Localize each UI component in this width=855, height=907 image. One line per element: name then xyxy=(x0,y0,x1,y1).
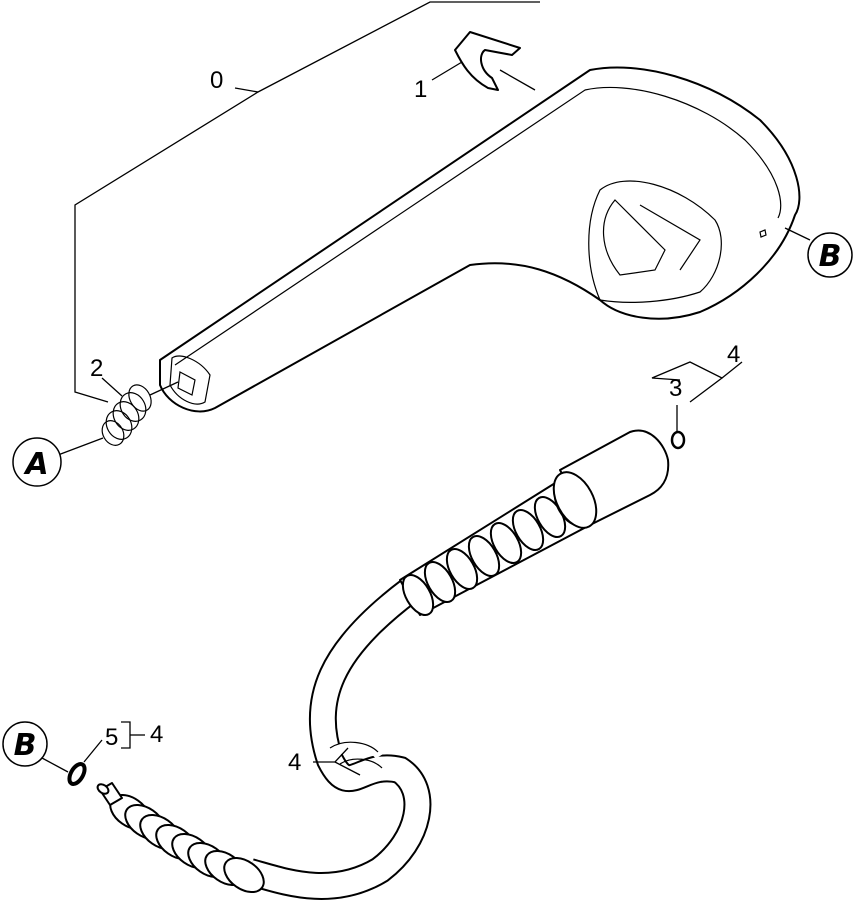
connector-a-label: A xyxy=(23,447,48,482)
label-0: 0 xyxy=(210,67,223,94)
connector-a: A xyxy=(12,437,104,487)
part-0-trigger-gun xyxy=(159,66,811,413)
label-2: 2 xyxy=(90,355,103,382)
connector-b-bottom-label: B xyxy=(14,728,37,763)
part-hose xyxy=(96,429,670,900)
label-4-bottom: 4 xyxy=(150,721,163,748)
label-4-top: 4 xyxy=(727,341,740,368)
connector-b-top-label: B xyxy=(819,239,842,274)
part-5-oring xyxy=(67,721,145,786)
leader-4-mid xyxy=(313,747,361,776)
part-3-oring xyxy=(651,361,743,450)
connector-b-bottom: B xyxy=(2,721,69,773)
connector-b-top: B xyxy=(807,232,853,278)
label-4-mid: 4 xyxy=(288,749,301,776)
leader-0 xyxy=(74,1,540,403)
label-1: 1 xyxy=(414,76,427,103)
part-2-spring xyxy=(101,377,179,446)
part-1-clip xyxy=(431,31,536,91)
label-3: 3 xyxy=(669,375,682,402)
label-5: 5 xyxy=(105,724,118,751)
